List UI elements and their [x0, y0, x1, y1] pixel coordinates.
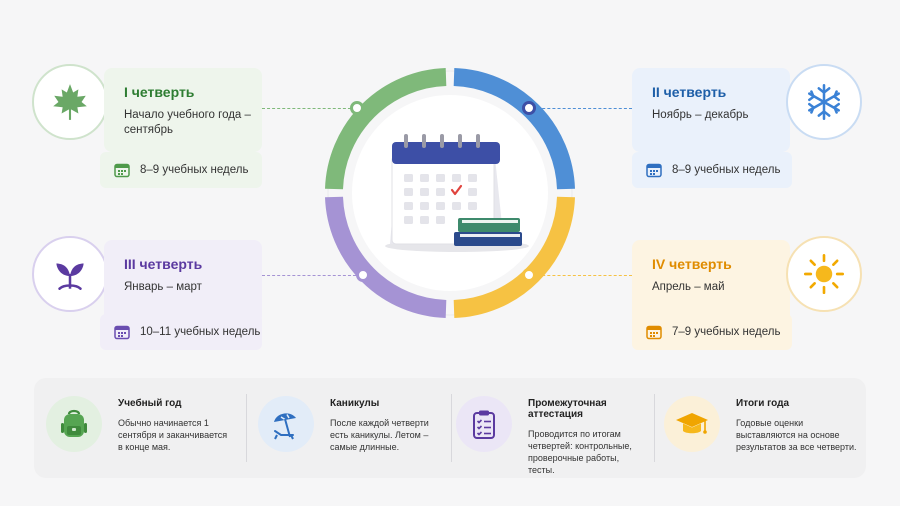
- connector-q3: [262, 275, 356, 276]
- calendar-with-books-icon: [385, 134, 529, 252]
- connector-q4: [532, 275, 632, 276]
- info-body: Годовые оценки выставляются на основе ре…: [736, 418, 857, 452]
- clipboard-checklist-icon: [456, 396, 512, 452]
- calendar-icon: [114, 325, 130, 340]
- weeks-label: 10–11 учебных недель: [140, 326, 261, 338]
- graduation-cap-icon: [664, 396, 720, 452]
- divider: [451, 394, 452, 462]
- connector-q2: [532, 108, 632, 109]
- sprout-icon: [32, 236, 108, 312]
- ring-segment-q1: [325, 68, 447, 190]
- info-holidays: Каникулы После каждой четверти есть кани…: [246, 378, 451, 478]
- sun-icon: [786, 236, 862, 312]
- info-school-year: Учебный год Обычно начинается 1 сентября…: [34, 378, 244, 478]
- quarter-subtitle: Январь – март: [124, 281, 202, 293]
- calendar-icon: [114, 163, 130, 178]
- info-heading: Итоги года: [736, 398, 790, 409]
- calendar-icon: [646, 325, 662, 340]
- snowflake-icon: [786, 64, 862, 140]
- beach-umbrella-icon: [258, 396, 314, 452]
- quarter-title: III четверть: [124, 256, 203, 272]
- connector-dot-q3: [356, 268, 370, 282]
- quarter-title: I четверть: [124, 84, 195, 100]
- info-body: Обычно начинается 1 сентября и заканчива…: [118, 418, 228, 452]
- quarter-title: II четверть: [652, 84, 727, 100]
- divider: [654, 394, 655, 462]
- info-heading: Учебный год: [118, 398, 182, 409]
- weeks-label: 8–9 учебных недель: [672, 164, 781, 176]
- quarter-card-2: II четверть Ноябрь – декабрь: [632, 68, 790, 152]
- quarter-weeks-1: 8–9 учебных недель: [100, 152, 262, 188]
- quarter-weeks-4: 7–9 учебных недель: [632, 314, 792, 350]
- quarter-weeks-3: 10–11 учебных недель: [100, 314, 262, 350]
- connector-q1: [262, 108, 356, 109]
- info-attestation: Промежуточная аттестация Проводится по и…: [444, 378, 654, 478]
- quarter-subtitle: Апрель – май: [652, 281, 725, 293]
- calendar-icon: [646, 163, 662, 178]
- weeks-label: 8–9 учебных недель: [140, 164, 249, 176]
- info-panel: Учебный год Обычно начинается 1 сентября…: [34, 378, 866, 478]
- quarter-card-4: IV четверть Апрель – май: [632, 240, 790, 324]
- info-heading: Промежуточная аттестация: [528, 398, 607, 420]
- quarter-card-3: III четверть Январь – март: [104, 240, 262, 324]
- quarter-card-1: I четверть Начало учебного года – сентяб…: [104, 68, 262, 152]
- connector-dot-q2: [522, 101, 536, 115]
- info-body: Проводится по итогам четвертей: контроль…: [528, 429, 632, 475]
- maple-leaf-icon: [32, 64, 108, 140]
- info-heading: Каникулы: [330, 398, 380, 409]
- quarter-title: IV четверть: [652, 256, 732, 272]
- quarter-subtitle: Начало учебного года – сентябрь: [124, 109, 251, 136]
- backpack-icon: [46, 396, 102, 452]
- quarter-subtitle: Ноябрь – декабрь: [652, 109, 749, 121]
- info-year-results: Итоги года Годовые оценки выставляются н…: [652, 378, 866, 478]
- quarter-weeks-2: 8–9 учебных недель: [632, 152, 792, 188]
- connector-dot-q4: [522, 268, 536, 282]
- divider: [246, 394, 247, 462]
- weeks-label: 7–9 учебных недель: [672, 326, 781, 338]
- info-body: После каждой четверти есть каникулы. Лет…: [330, 418, 429, 452]
- connector-dot-q1: [350, 101, 364, 115]
